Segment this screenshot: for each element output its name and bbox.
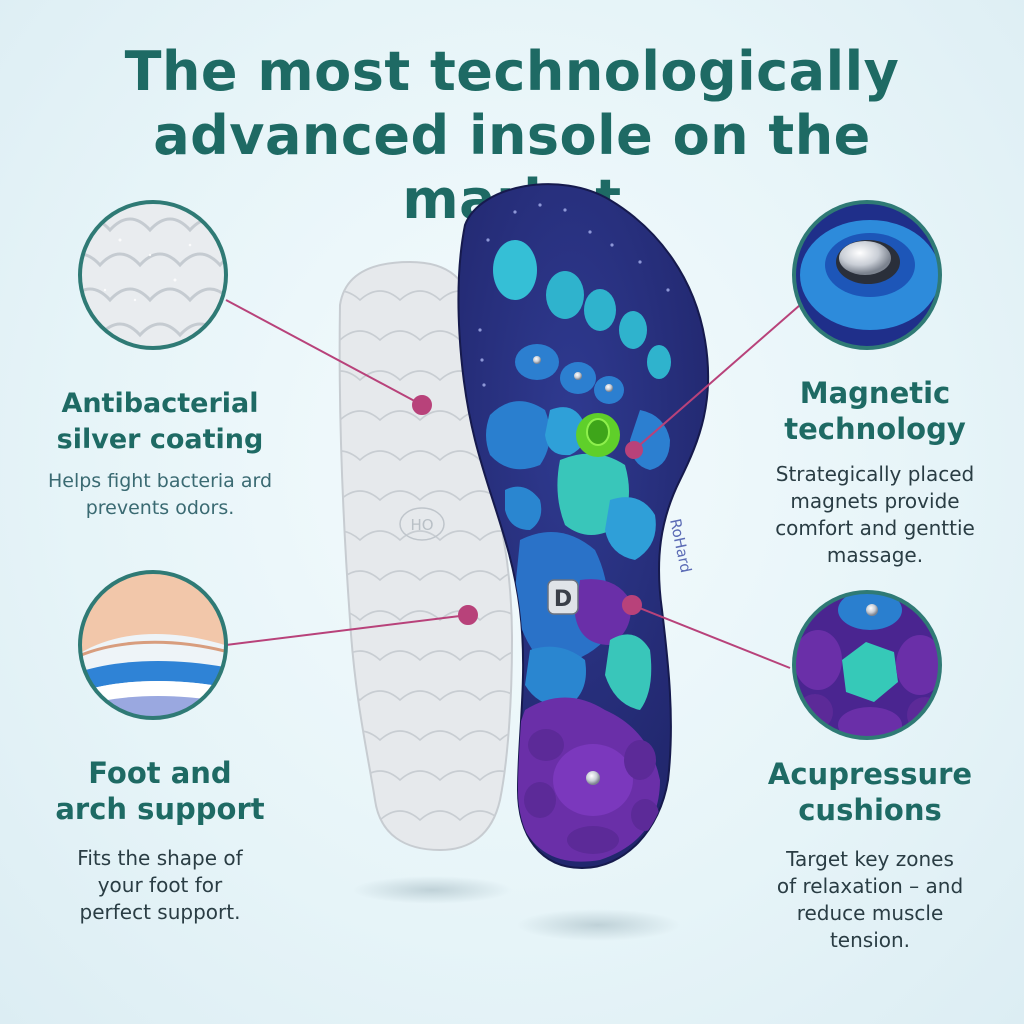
antibacterial-detail-circle [78,200,228,350]
feature-arch: Foot and arch support Fits the shape of … [10,755,310,926]
feature-magnetic: Magnetic technology Strategically placed… [730,375,1020,569]
toe-pad [619,311,647,349]
connector-arch [225,614,469,646]
feature-acupressure-description: Target key zones of relaxation – and red… [725,846,1015,954]
acupressure-detail-circle [792,590,942,740]
feature-magnetic-description: Strategically placed magnets provide com… [730,461,1020,569]
feature-antibacterial: Antibacterial silver coating Helps fight… [20,386,300,522]
feature-acupressure-desc-line-1: Target key zones [786,847,954,871]
feature-antibacterial-desc-line-2: prevents odors. [85,497,235,519]
feature-antibacterial-description: Helps fight bacteria ard prevents odors. [20,468,300,522]
feature-magnetic-title: Magnetic technology [730,375,1020,447]
blue-insole: D RoHard [457,183,710,870]
feature-acupressure-desc-line-3: reduce muscle [796,901,944,925]
heel-stud [586,771,600,785]
metal-stud [605,384,613,392]
arch-detail-circle [78,570,228,720]
connector-magnetic [633,304,801,451]
connector-lines [225,299,801,669]
feature-acupressure-title-line-2: cushions [798,793,942,827]
magnet-mark: D [554,587,572,612]
feature-magnetic-desc-line-1: Strategically placed [775,462,975,486]
feature-acupressure-desc-line-4: tension. [829,928,911,952]
feature-acupressure: Acupressure cushions Target key zones of… [725,756,1015,954]
feature-magnetic-desc-line-2: magnets provide [790,489,960,513]
gray-insole-shadow [352,876,512,904]
feature-magnetic-title-line-1: Magnetic [799,376,951,410]
feature-antibacterial-title: Antibacterial silver coating [20,386,300,458]
feature-arch-title-line-2: arch support [55,792,265,826]
feature-antibacterial-title-line-1: Antibacterial [61,388,259,419]
feature-antibacterial-desc-line-1: Helps fight bacteria ard [47,470,273,492]
feature-antibacterial-title-line-2: silver coating [56,424,264,455]
feature-magnetic-desc-line-4: massage. [826,543,924,567]
connector-antibacterial [225,299,423,406]
connector-acupressure [631,604,791,669]
metal-stud [533,356,541,364]
headline: The most technologically advanced insole… [40,40,984,232]
feature-arch-title-line-1: Foot and [88,756,232,790]
sole-mark: HO [410,516,433,534]
feature-magnetic-desc-line-3: comfort and genttie [775,516,975,540]
feature-magnetic-title-line-2: technology [784,412,966,446]
feature-arch-description: Fits the shape of your foot for perfect … [10,845,310,926]
toe-pad [584,289,616,331]
blue-insole-shadow [516,909,680,941]
feature-arch-desc-line-2: your foot for [97,873,223,897]
feature-acupressure-title-line-1: Acupressure [767,757,973,791]
toe-pad [546,271,584,319]
feature-arch-title: Foot and arch support [10,755,310,827]
feature-acupressure-title: Acupressure cushions [725,756,1015,828]
toe-pad [647,345,671,379]
metal-stud [574,372,582,380]
toe-pad [493,240,537,300]
feature-arch-desc-line-3: perfect support. [79,900,241,924]
brand-mark: RoHard [666,517,695,574]
feature-acupressure-desc-line-2: of relaxation – and [776,874,964,898]
feature-arch-desc-line-1: Fits the shape of [77,846,243,870]
headline-line-1: The most technologically [124,40,900,103]
magnetic-detail-circle [792,200,942,350]
